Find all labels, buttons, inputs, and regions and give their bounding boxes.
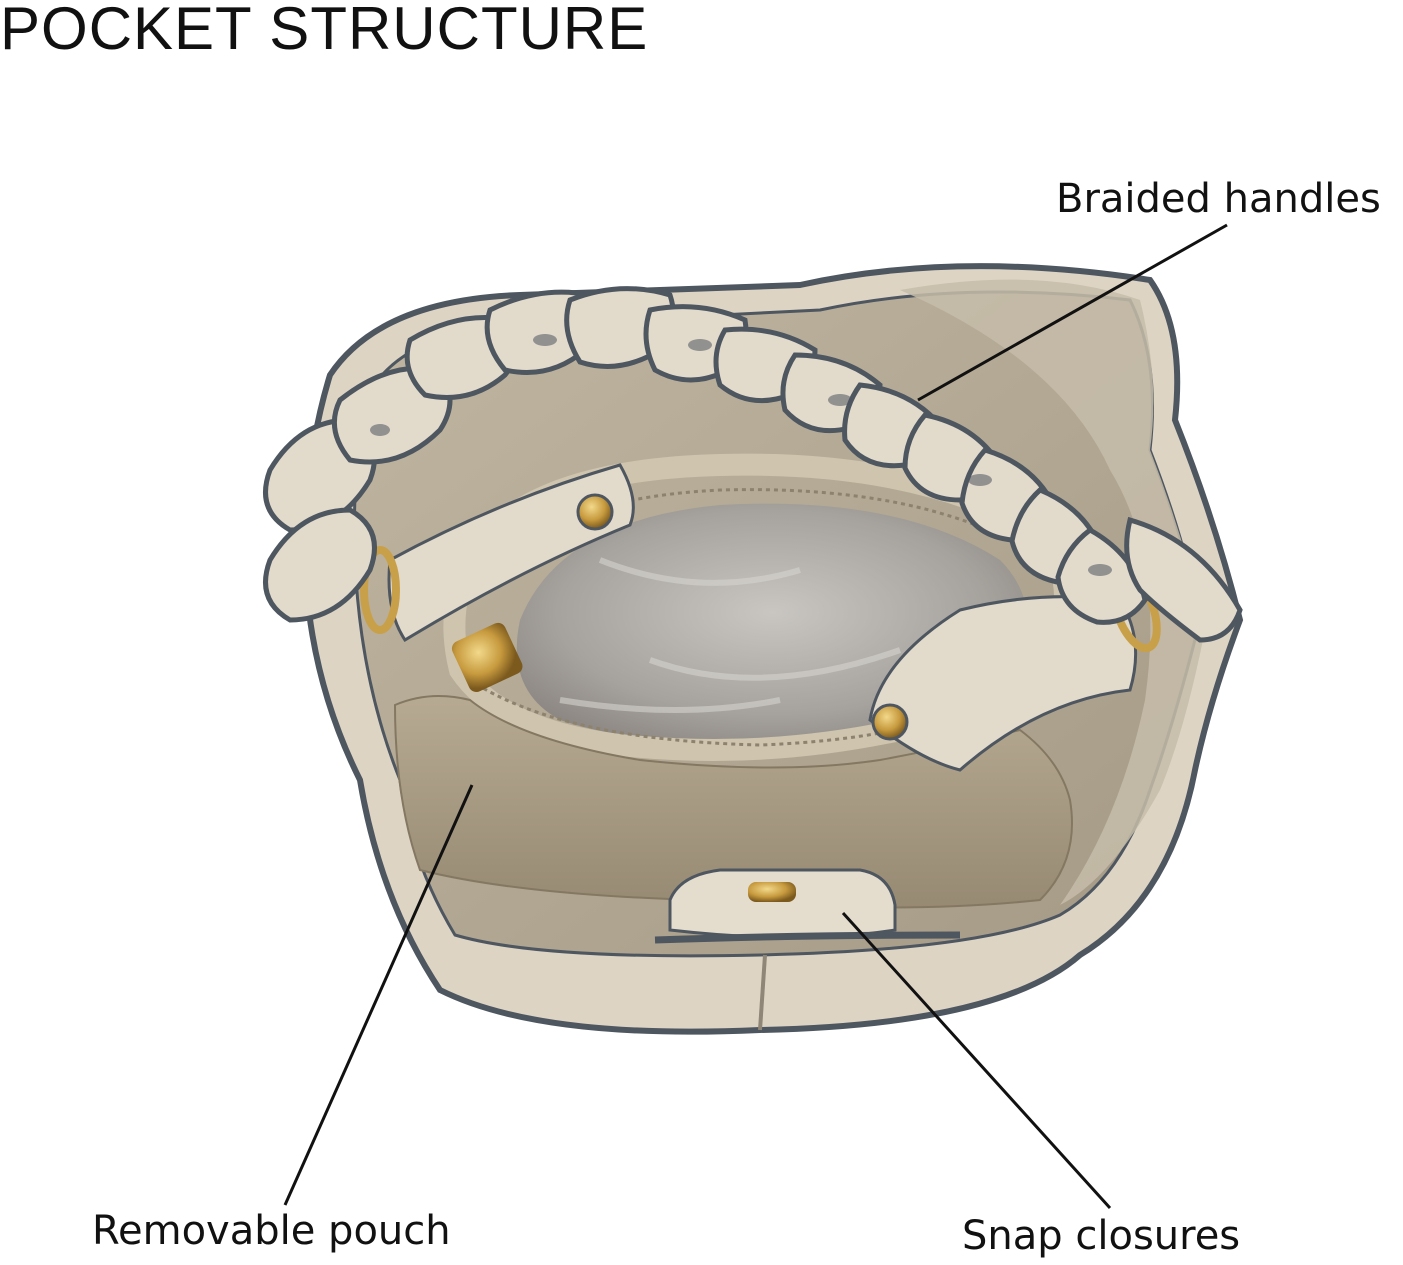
- left-ring-icon: [360, 546, 400, 634]
- callout-removable-pouch: Removable pouch: [92, 1208, 451, 1254]
- left-snap-icon: [576, 493, 614, 531]
- right-snap-icon: [871, 703, 909, 741]
- right-wall: [900, 279, 1205, 905]
- callout-snap-closures: Snap closures: [962, 1213, 1241, 1259]
- front-snap-icon: [748, 882, 796, 902]
- callout-braided-handles: Braided handles: [1056, 176, 1381, 222]
- leader-line-handles: [917, 223, 1228, 402]
- pouch-front: [393, 695, 1073, 909]
- braided-handle: [263, 286, 1243, 643]
- left-strap-tab: [387, 463, 635, 643]
- leader-line-pouch: [283, 784, 474, 1206]
- front-snap-tab: [668, 868, 897, 939]
- leader-line-snap: [841, 911, 1112, 1210]
- zipper-pull-icon: [451, 622, 523, 693]
- page-title: POCKET STRUCTURE: [0, 0, 649, 62]
